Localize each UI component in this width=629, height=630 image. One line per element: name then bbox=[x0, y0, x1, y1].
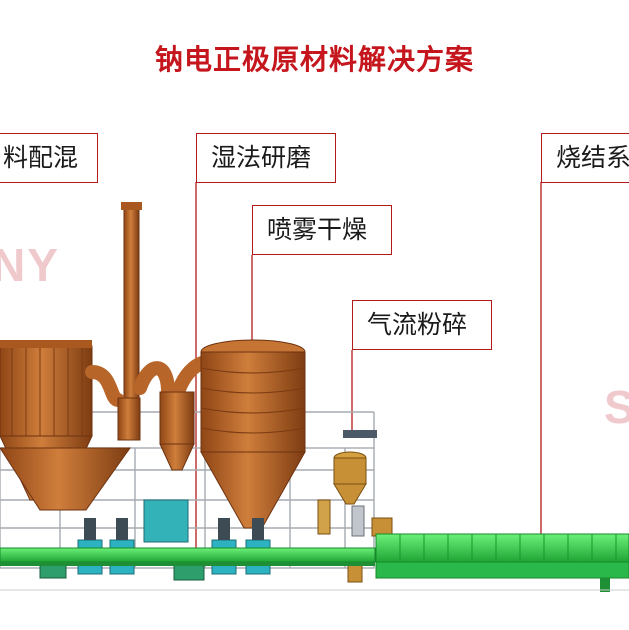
label-jet-milling: 气流粉碎 bbox=[352, 300, 492, 350]
cyclone-separator bbox=[117, 391, 195, 471]
page-title: 钠电正极原材料解决方案 bbox=[154, 43, 474, 76]
chimney bbox=[121, 202, 142, 425]
label-mixing: 料配混 bbox=[0, 133, 98, 183]
watermark-left: NY bbox=[0, 239, 60, 291]
watermark-right: S bbox=[604, 381, 629, 433]
mixing-hopper bbox=[0, 447, 131, 511]
jet-mill-vessel bbox=[317, 430, 393, 583]
label-wet-grinding: 湿法研磨 bbox=[196, 133, 336, 183]
spray-dryer-tower bbox=[200, 339, 306, 529]
sintering-kiln bbox=[375, 533, 629, 592]
conveyor-line bbox=[0, 547, 376, 566]
label-sintering: 烧结系 bbox=[541, 133, 629, 183]
label-spray-drying: 喷雾干燥 bbox=[252, 205, 392, 255]
